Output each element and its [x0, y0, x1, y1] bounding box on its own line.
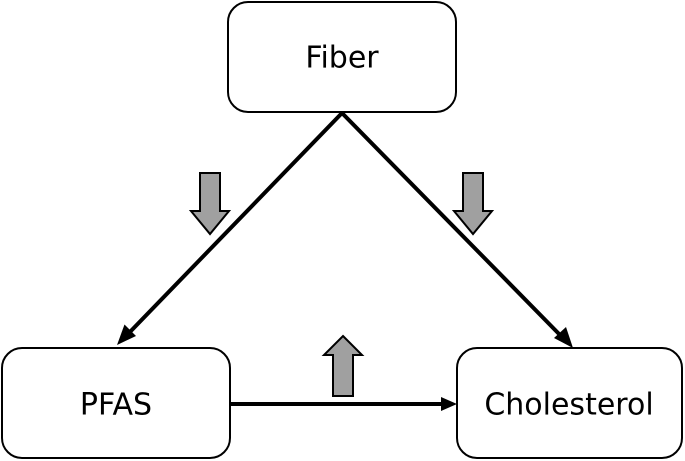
node-fiber-box: [227, 1, 457, 113]
effect-down-arrow-icon: [451, 172, 495, 236]
node-pfas-label: PFAS: [80, 388, 152, 423]
edge-fiber-to-pfas-line: [126, 111, 344, 336]
edge-fiber-to-cholesterol-line: [340, 111, 564, 339]
node-cholesterol-box: [456, 347, 683, 459]
edge-fiber-to-cholesterol: [340, 111, 573, 348]
node-fiber-label: Fiber: [305, 41, 379, 76]
node-pfas: PFAS: [1, 347, 231, 459]
edge-pfas-to-cholesterol: [230, 397, 457, 411]
edge-fiber-to-pfas-arrowhead: [117, 324, 136, 345]
node-pfas-box: [1, 347, 231, 459]
edge-pfas-to-cholesterol-arrowhead: [441, 397, 457, 411]
edge-fiber-to-cholesterol-arrowhead: [554, 327, 573, 348]
effect-up-arrow-icon: [321, 334, 365, 397]
node-fiber: Fiber: [227, 1, 457, 113]
effect-down-arrow-icon: [188, 172, 232, 236]
node-cholesterol: Cholesterol: [456, 347, 683, 459]
edge-fiber-to-pfas: [117, 111, 344, 345]
node-cholesterol-label: Cholesterol: [484, 388, 653, 423]
